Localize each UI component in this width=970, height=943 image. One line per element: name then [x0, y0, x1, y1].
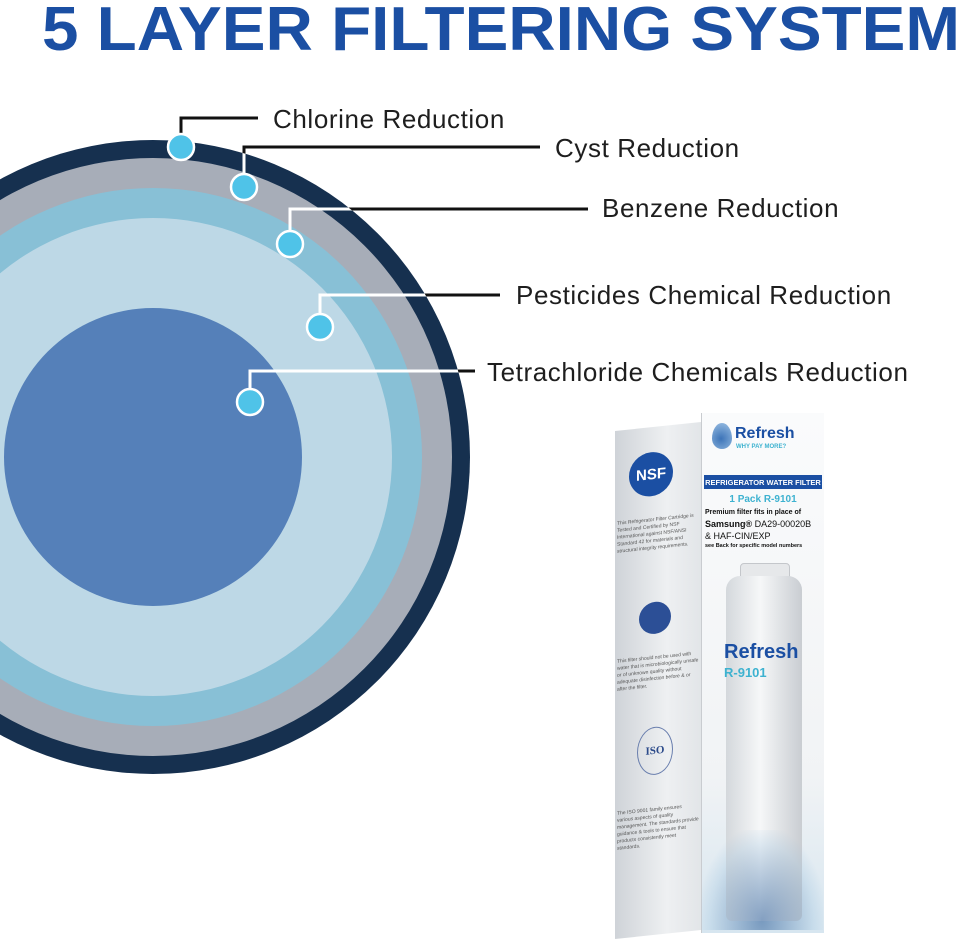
- page-title: 5 LAYER FILTERING SYSTEM: [42, 0, 960, 64]
- nsf-certification-text: This Refrigerator Filter Cartridge is Te…: [617, 512, 694, 555]
- layer-label: Cyst Reduction: [555, 133, 740, 163]
- layer-label: Tetrachloride Chemicals Reduction: [487, 357, 909, 387]
- iso-text: The ISO 9001 family ensures various aspe…: [617, 804, 699, 852]
- marker-dot: [305, 312, 335, 342]
- compat-model: DA29-00020B: [752, 519, 812, 529]
- product-type-band: REFRIGERATOR WATER FILTER: [704, 475, 822, 489]
- compat-note: see Back for specific model numbers: [705, 543, 803, 549]
- water-splash: [701, 830, 823, 930]
- product-box-image: NSF This Refrigerator Filter Cartridge i…: [615, 410, 825, 940]
- layer-markers: [166, 132, 335, 417]
- marker-dot: [166, 132, 196, 162]
- pack-label: 1 Pack R-9101: [729, 494, 797, 505]
- layer-core: [4, 308, 302, 606]
- brand-name: Refresh: [735, 425, 795, 442]
- filter-layers-diagram: [0, 140, 470, 774]
- marker-dot: [275, 229, 305, 259]
- compat-line: Premium filter fits in place of: [705, 509, 802, 516]
- compat-line: & HAF-CIN/EXP: [705, 531, 771, 541]
- marker-dot: [235, 387, 265, 417]
- iso-logo: ISO: [637, 724, 673, 777]
- award-ribbon-icon: [639, 600, 671, 636]
- marker-dot: [229, 172, 259, 202]
- layer-label: Benzene Reduction: [602, 193, 839, 223]
- water-drop-logo-icon: [712, 423, 732, 449]
- compat-model-line: Samsung® DA29-00020B: [705, 519, 811, 529]
- nsf-logo: NSF: [629, 449, 673, 499]
- filter-brand: Refresh: [724, 641, 799, 663]
- box-side-panel: NSF This Refrigerator Filter Cartridge i…: [615, 422, 701, 940]
- brand-tagline: WHY PAY MORE?: [736, 444, 787, 450]
- layer-label: Pesticides Chemical Reduction: [516, 280, 892, 310]
- compat-brand: Samsung®: [705, 519, 753, 529]
- filter-model: R-9101: [724, 665, 767, 680]
- warning-text: This filter should not be used with wate…: [617, 651, 699, 693]
- layer-label: Chlorine Reduction: [273, 104, 505, 134]
